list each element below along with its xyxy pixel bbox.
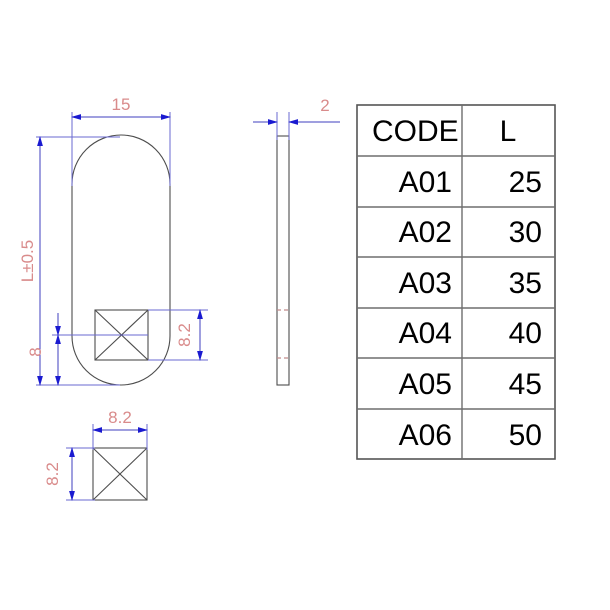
table-header-code: CODE bbox=[372, 115, 459, 148]
table-cell-code: A03 bbox=[399, 267, 452, 300]
square-detail-group: 8.2 8.2 bbox=[43, 408, 148, 501]
detail-square-outline bbox=[92, 447, 148, 501]
dim-label-offset-8: 8 bbox=[26, 347, 45, 356]
table-cell-length: 45 bbox=[509, 368, 542, 401]
table-cell-code: A04 bbox=[399, 317, 452, 350]
front-view-group: 15 L±0.5 8 8.2 bbox=[18, 95, 208, 386]
table-header-length: L bbox=[500, 115, 517, 148]
table-outer-border bbox=[356, 104, 556, 460]
dim-label-width-15: 15 bbox=[112, 95, 131, 114]
front-view-outline bbox=[71, 134, 171, 386]
table-cell-code: A02 bbox=[399, 216, 452, 249]
code-length-table: CODE L A01 25 A02 30 A03 35 A04 40 A05 4… bbox=[356, 104, 556, 460]
dim-label-square-82: 8.2 bbox=[175, 323, 194, 347]
table-cell-code: A05 bbox=[399, 368, 452, 401]
side-view-outline bbox=[276, 135, 290, 386]
table-cell-length: 50 bbox=[509, 419, 542, 452]
table-cell-length: 30 bbox=[509, 216, 542, 249]
table-cell-code: A06 bbox=[399, 419, 452, 452]
dim-label-thickness-2: 2 bbox=[320, 96, 329, 115]
dim-label-length-L: L±0.5 bbox=[18, 240, 37, 282]
dim-label-detail-width-82: 8.2 bbox=[108, 408, 132, 427]
table-cell-code: A01 bbox=[399, 166, 452, 199]
side-view-group: 2 bbox=[253, 96, 340, 386]
table-cell-length: 25 bbox=[509, 166, 542, 199]
table-cell-length: 40 bbox=[509, 317, 542, 350]
detail-square-diagonal-2 bbox=[92, 447, 148, 501]
dim-label-detail-height-82: 8.2 bbox=[43, 462, 62, 486]
table-cell-length: 35 bbox=[509, 267, 542, 300]
